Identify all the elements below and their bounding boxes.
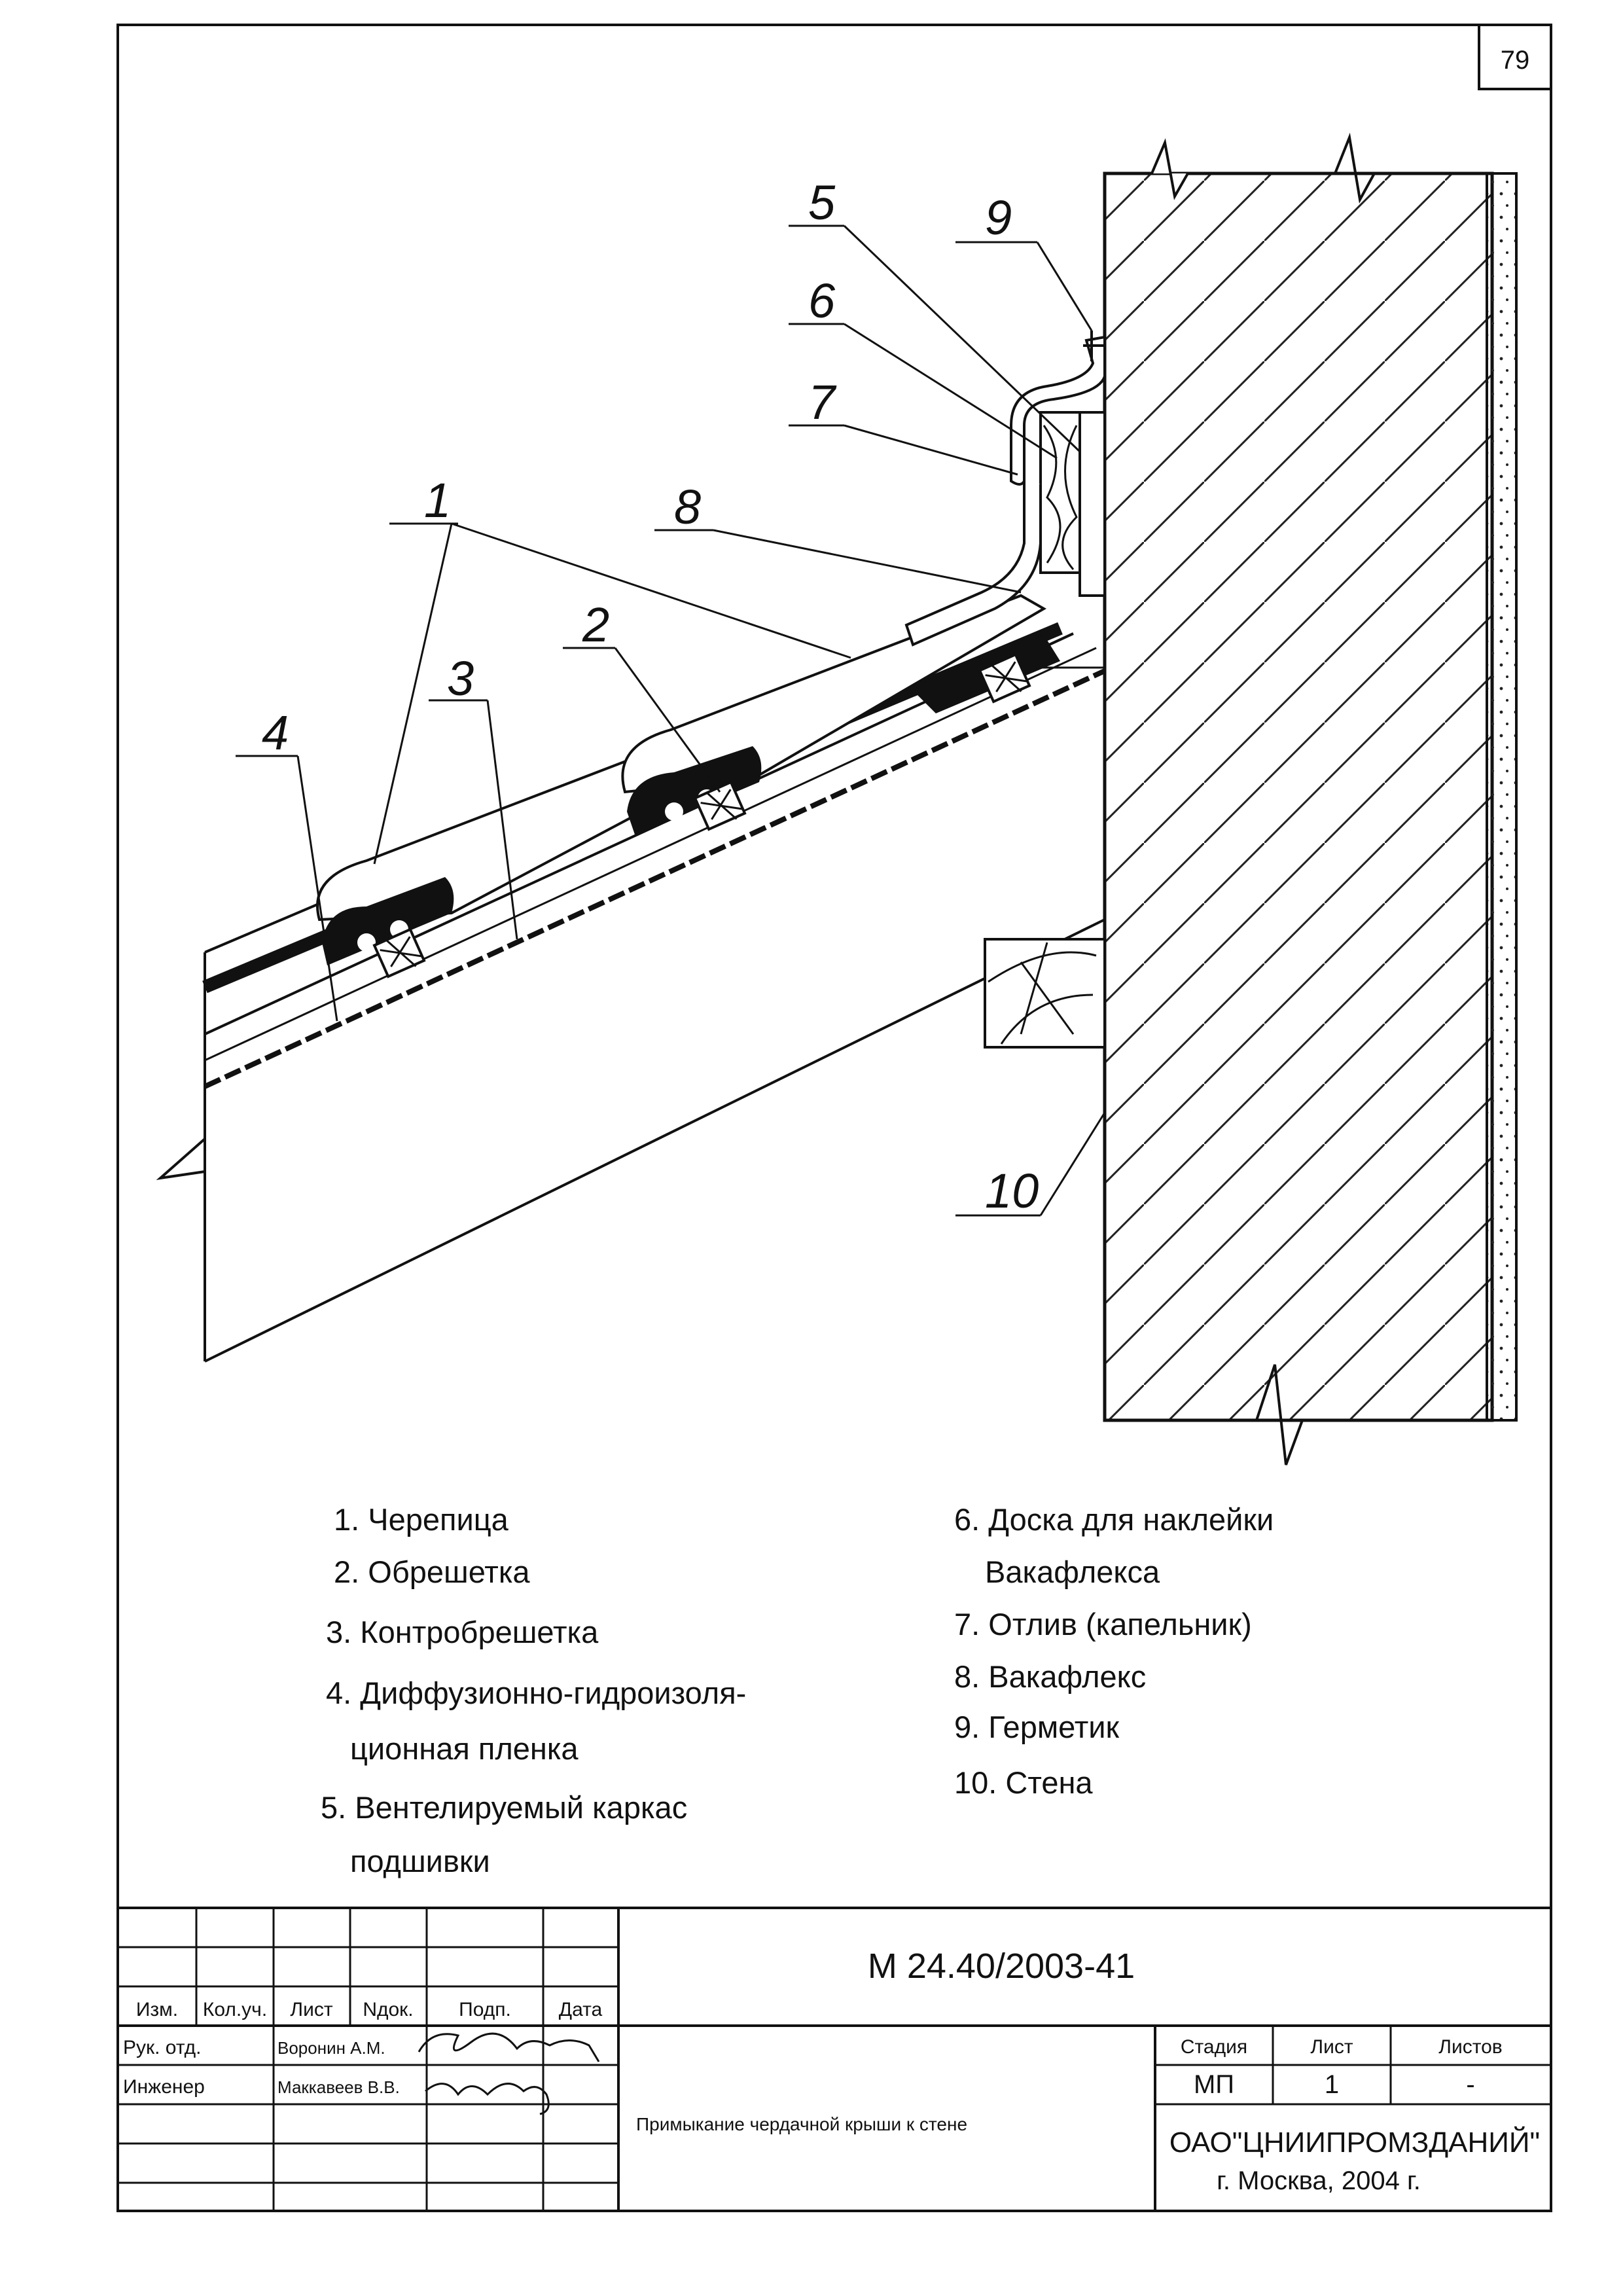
title-block-text: М 24.40/2003-41 Изм. Кол.уч. Лист Nдок. … — [123, 1946, 1540, 2195]
callout-7: 7 — [808, 375, 837, 429]
callout-4: 4 — [262, 706, 289, 760]
doc-code: М 24.40/2003-41 — [868, 1946, 1135, 1986]
sheet-number: 79 — [1501, 46, 1530, 75]
stage-value: МП — [1194, 2070, 1234, 2099]
batten-1 — [372, 927, 426, 978]
wall — [1103, 132, 1518, 1465]
drawing-title: Примыкание чердачной крыши к стене — [636, 2114, 967, 2134]
org-city: г. Москва, 2004 г. — [1217, 2166, 1421, 2195]
eng-name: Маккавеев В.В. — [277, 2077, 400, 2097]
board-for-wakaflex — [1039, 411, 1081, 574]
callout-3: 3 — [447, 651, 474, 706]
org-name: ОАО"ЦНИИПРОМЗДАНИЙ" — [1169, 2125, 1540, 2159]
signature-voronin — [418, 2032, 600, 2062]
callout-10: 10 — [985, 1164, 1039, 1218]
legend-item-1: 1. Черепица — [334, 1502, 508, 1537]
eng-role: Инженер — [123, 2076, 205, 2098]
legend-item-6a: 6. Доска для наклейки — [954, 1502, 1274, 1537]
hdr-kol: Кол.уч. — [203, 1999, 267, 2020]
sheets-label: Листов — [1438, 2036, 1502, 2058]
batten-2 — [693, 780, 747, 831]
legend-item-2: 2. Обрешетка — [334, 1554, 530, 1589]
wall-junction — [904, 331, 1106, 647]
legend-item-4b: ционная пленка — [350, 1731, 579, 1766]
legend-item-7: 7. Отлив (капельник) — [954, 1607, 1252, 1641]
legend-item-6b: Вакафлекса — [985, 1554, 1160, 1589]
batten-3 — [978, 653, 1031, 704]
hdr-ndok: Nдок. — [363, 1999, 413, 2020]
legend-item-4a: 4. Диффузионно-гидроизоля- — [326, 1676, 747, 1710]
rafter-support-block — [984, 938, 1106, 1049]
sheet-frame — [116, 24, 1552, 2212]
stage-label: Стадия — [1181, 2036, 1247, 2058]
hdr-data: Дата — [559, 1999, 603, 2020]
diffusion-film — [204, 668, 1106, 1089]
sheet-label: Лист — [1310, 2036, 1353, 2058]
signature-makkaveev — [425, 2083, 550, 2115]
wakaflex-strip — [904, 481, 1042, 647]
break-mark-top-right — [1299, 132, 1492, 204]
ruk-role: Рук. отд. — [123, 2037, 201, 2058]
flashing — [1010, 335, 1106, 486]
break-mark-bottom — [1106, 1364, 1492, 1465]
vent-frame — [1079, 411, 1106, 597]
legend-item-5a: 5. Вентелируемый каркас — [321, 1790, 688, 1825]
hdr-podp: Подп. — [459, 1999, 511, 2020]
hdr-izm: Изм. — [136, 1999, 178, 2020]
callout-numbers: 1 2 3 4 5 6 7 8 9 10 — [262, 175, 1039, 1218]
callouts — [236, 224, 1106, 1217]
rafter-bottom-line — [204, 918, 1105, 1363]
break-mark-top-left — [1106, 138, 1207, 200]
legend-item-5b: подшивки — [350, 1844, 490, 1878]
break-mark-left — [156, 1138, 206, 1224]
hdr-list: Лист — [290, 1999, 332, 2020]
legend-item-10: 10. Стена — [954, 1765, 1093, 1800]
sheet-value: 1 — [1325, 2070, 1339, 2099]
callout-2: 2 — [582, 598, 609, 652]
legend-item-3: 3. Контробрешетка — [326, 1615, 599, 1649]
callout-6: 6 — [808, 274, 836, 328]
roof-section — [156, 594, 1106, 1363]
ruk-name: Воронин А.М. — [277, 2038, 385, 2058]
sheet-number-box — [1478, 24, 1552, 90]
callout-9: 9 — [985, 190, 1012, 245]
legend-item-8: 8. Вакафлекс — [954, 1659, 1147, 1694]
callout-1: 1 — [424, 473, 451, 528]
callout-5: 5 — [808, 175, 836, 230]
sheets-value: - — [1466, 2070, 1474, 2099]
title-block — [118, 1907, 1551, 2211]
legend-item-9: 9. Герметик — [954, 1710, 1120, 1744]
wall-plaster-layer — [1486, 172, 1518, 1422]
callout-8: 8 — [674, 480, 701, 534]
